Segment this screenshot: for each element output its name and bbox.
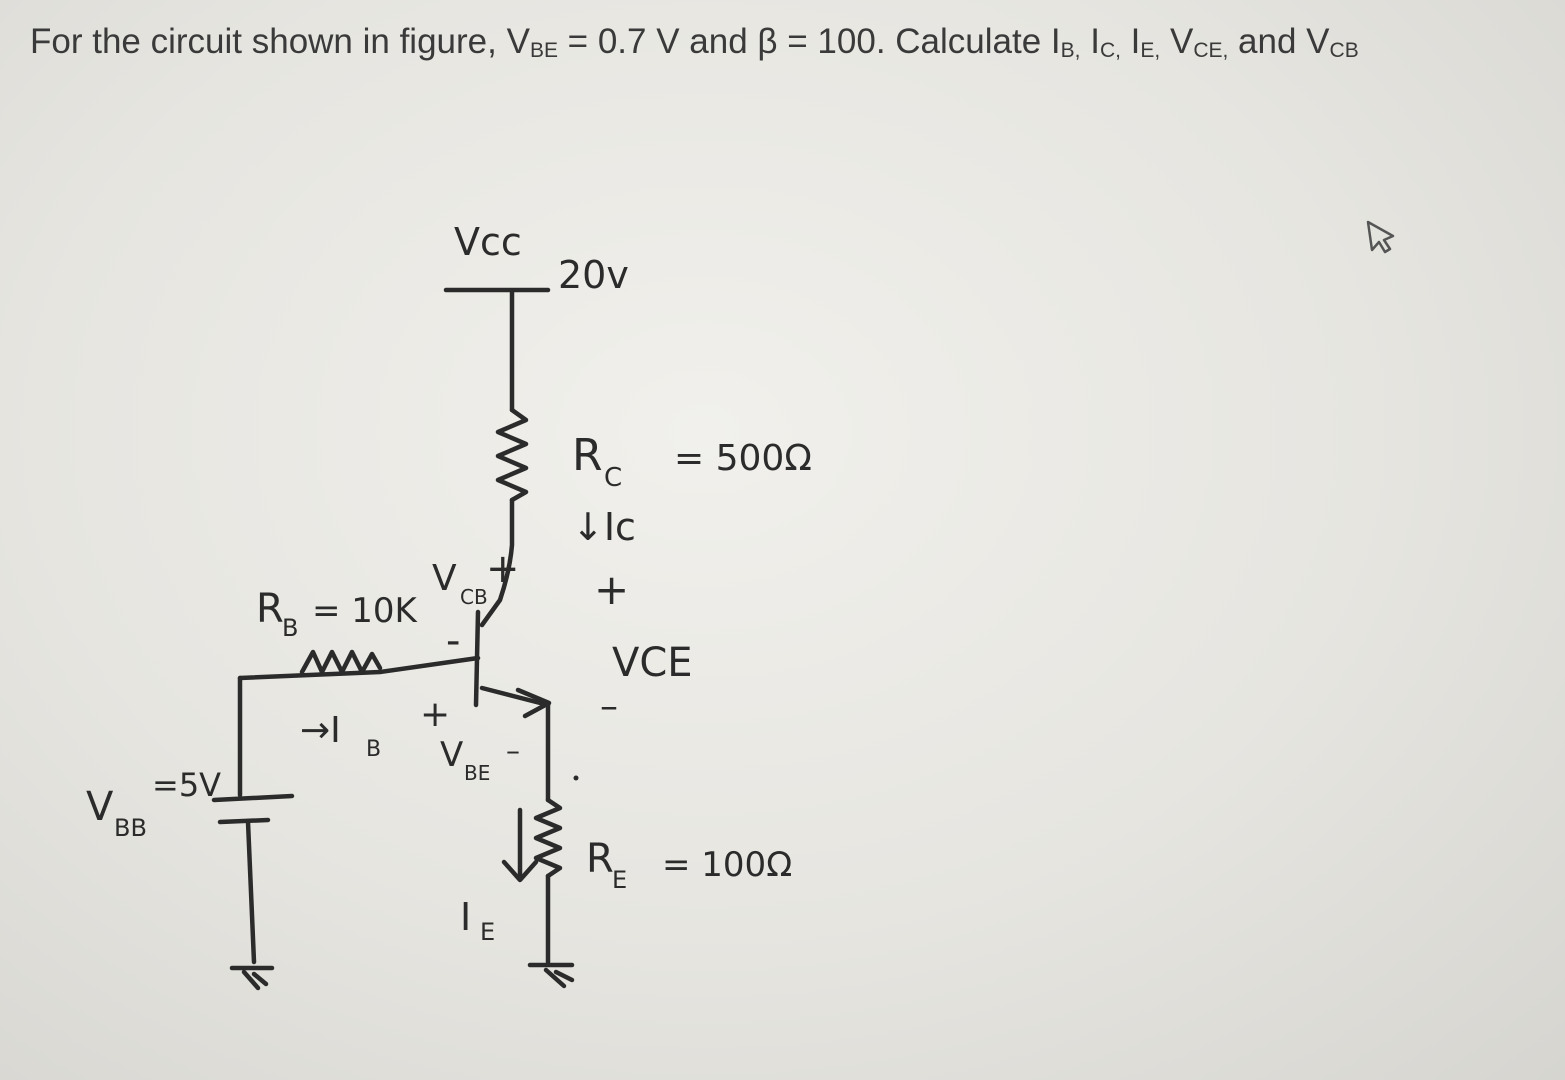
- collector-to-transistor-wire: [479, 497, 515, 628]
- svg-text:CB: CB: [460, 585, 488, 609]
- ic-label: ↓Ic: [572, 505, 636, 549]
- vcb-minus: -: [446, 618, 460, 664]
- ie-arrow-icon: [501, 807, 539, 883]
- vcb-plus: +: [486, 546, 520, 592]
- re-resistor: [533, 797, 563, 879]
- svg-text:R: R: [256, 586, 284, 632]
- rb-value: = 10K: [312, 591, 419, 631]
- svg-text:→I: →I: [300, 710, 341, 751]
- vce-label: VCE: [612, 640, 693, 686]
- vcb-label: V CB: [432, 558, 488, 609]
- emitter-ground-icon: [527, 962, 575, 989]
- vbb-value: =5V: [152, 766, 221, 804]
- vcc-label: Vcc: [454, 220, 522, 264]
- vbb-label: V BB: [86, 784, 147, 842]
- vbb-ground-icon: [229, 965, 275, 991]
- vce-plus: +: [594, 565, 629, 614]
- svg-text:C: C: [604, 463, 622, 493]
- vbe-label: V BE: [440, 735, 490, 785]
- ie-label: I E: [460, 895, 495, 946]
- svg-text:B: B: [366, 737, 381, 762]
- svg-text:V: V: [86, 784, 114, 830]
- svg-text:B: B: [282, 614, 298, 642]
- rb-label: R B: [256, 586, 298, 642]
- svg-text:V: V: [432, 558, 457, 599]
- question-text: For the circuit shown in figure, VBE = 0…: [30, 22, 1359, 62]
- rc-value: = 500Ω: [674, 438, 812, 479]
- vbe-plus: +: [420, 694, 450, 735]
- ib-label: →I B: [300, 710, 381, 762]
- vbe-minus: –: [506, 734, 520, 767]
- mouse-cursor-icon: [1366, 220, 1395, 254]
- svg-text:BE: BE: [464, 761, 490, 785]
- npn-transistor: [473, 609, 552, 719]
- svg-text:R: R: [586, 836, 614, 882]
- rb-resistor: [299, 649, 383, 675]
- vce-minus: –: [600, 686, 618, 727]
- svg-text:E: E: [480, 918, 495, 946]
- svg-text:V: V: [440, 735, 463, 775]
- rc-resistor: [495, 407, 529, 503]
- svg-text:I: I: [460, 895, 471, 939]
- svg-text:BB: BB: [114, 814, 147, 842]
- rc-label: R C: [572, 430, 622, 493]
- re-value: = 100Ω: [662, 845, 792, 885]
- vcc-value: 20v: [558, 253, 629, 297]
- svg-text:R: R: [572, 430, 603, 481]
- emitter-dot: [573, 775, 579, 781]
- re-label: R E: [586, 836, 627, 894]
- vbb-battery: [211, 793, 295, 965]
- base-wire: [237, 655, 481, 798]
- svg-text:E: E: [612, 866, 627, 894]
